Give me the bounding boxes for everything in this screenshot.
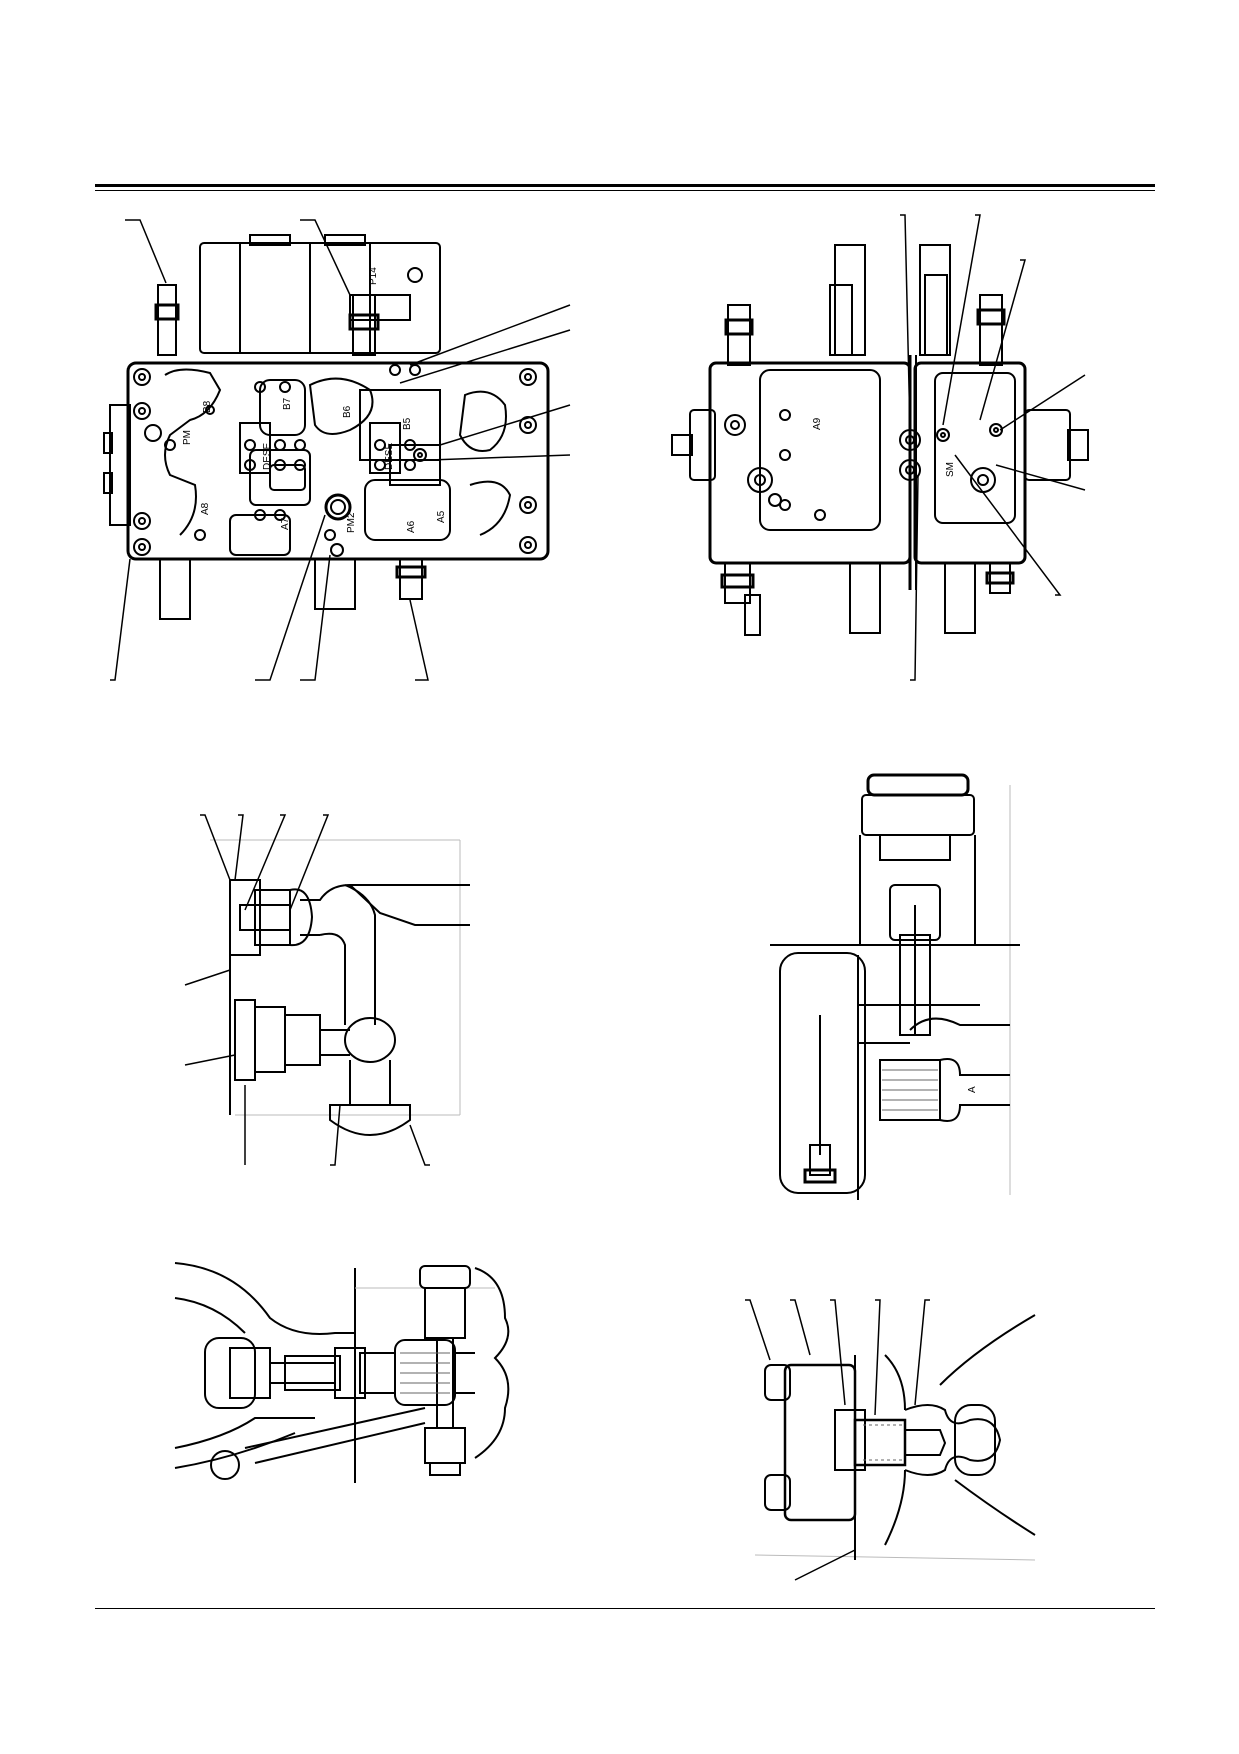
relief-valve-section-left-figure	[184, 814, 480, 1166]
pilot-valve-section-right-drawing: A	[770, 773, 1020, 1200]
port-label-a8: A8	[200, 502, 211, 515]
port-label-b7: B7	[282, 397, 293, 410]
port-label-b8: B8	[202, 400, 213, 413]
port-label-p14: P14	[368, 267, 379, 285]
port-label-b5: B5	[402, 417, 413, 430]
spool-section-bottom-left-drawing	[174, 1262, 510, 1483]
check-valve-section-bottom-right-figure	[745, 1295, 1055, 1581]
header-rule-thick	[95, 184, 1155, 187]
port-label-a: A	[967, 1086, 978, 1093]
port-label-a5: A5	[436, 510, 447, 523]
check-valve-section-bottom-right-drawing	[745, 1299, 1036, 1581]
port-label-b6: B6	[342, 405, 353, 418]
relief-valve-section-left-drawing	[184, 814, 470, 1166]
port-label-dese-right: DESE	[384, 442, 395, 470]
footer-rule	[95, 1608, 1155, 1609]
header-rule-thin	[95, 190, 1155, 191]
port-label-a9: A9	[812, 417, 823, 430]
port-label-a7: A7	[280, 517, 291, 530]
port-label-a6: A6	[406, 520, 417, 533]
spool-section-bottom-left-figure	[174, 1258, 525, 1488]
control-valve-top-view-drawing: P14 B8 B7 B6 B5 PM A8 A7 PM2 A6 A5 DESE …	[103, 219, 571, 681]
port-label-pm2: PM2	[346, 512, 357, 533]
pilot-valve-section-right-figure: A	[770, 773, 1030, 1200]
control-valve-side-view-figure: A9 SM	[671, 214, 1100, 681]
control-valve-side-view-drawing: A9 SM	[671, 214, 1089, 681]
port-label-sm: SM	[945, 462, 956, 477]
port-label-dese-left: DESE	[262, 442, 273, 470]
port-label-pm: PM	[182, 430, 193, 445]
control-valve-top-view-figure: P14 B8 B7 B6 B5 PM A8 A7 PM2 A6 A5 DESE …	[103, 215, 580, 681]
